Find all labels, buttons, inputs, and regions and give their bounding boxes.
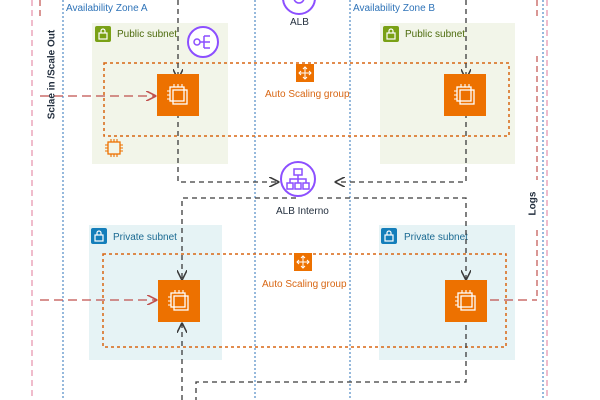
- az-b-label: Availability Zone B: [353, 3, 436, 14]
- internal-alb-to-private-a: [182, 197, 296, 279]
- lock-icon: [95, 26, 111, 42]
- private-subnet-a-label: Private subnet: [113, 232, 177, 243]
- application-load-balancer-icon: [279, 160, 317, 198]
- public-asg-label: Auto Scaling group: [265, 89, 350, 100]
- ec2-instance-icon: [158, 280, 200, 322]
- auto-scaling-icon: [294, 253, 312, 271]
- chip-icon: [104, 138, 124, 158]
- application-load-balancer-icon: [281, 0, 317, 16]
- ec2-instance-icon: [157, 74, 199, 116]
- ec2-instance-icon: [444, 74, 486, 116]
- public-asg-box: [103, 62, 510, 137]
- alb-interno-label: ALB Interno: [276, 206, 329, 217]
- private-b-down: [195, 316, 467, 400]
- auto-scaling-icon: [296, 64, 314, 82]
- internal-alb-to-private-b: [318, 197, 466, 279]
- private-asg-box: [102, 253, 507, 348]
- ec2-b-to-internal-alb: [336, 113, 467, 182]
- logs-label: Logs: [527, 191, 539, 216]
- az-a-label: Availability Zone A: [66, 3, 148, 14]
- public-subnet-a-label: Public subnet: [117, 29, 178, 40]
- ec2-instance-icon: [445, 280, 487, 322]
- public-subnet-b-label: Public subnet: [405, 29, 466, 40]
- scale-in-out-label: Sclae in /Scale Out: [46, 29, 58, 120]
- alb-label: ALB: [290, 17, 309, 28]
- private-subnet-b-label: Private subnet: [404, 232, 468, 243]
- lock-icon: [383, 26, 399, 42]
- ec2-a-to-internal-alb: [177, 113, 278, 182]
- lock-icon: [91, 228, 107, 244]
- application-load-balancer-icon: [186, 25, 220, 59]
- private-asg-label: Auto Scaling group: [262, 279, 347, 290]
- lock-icon: [381, 228, 397, 244]
